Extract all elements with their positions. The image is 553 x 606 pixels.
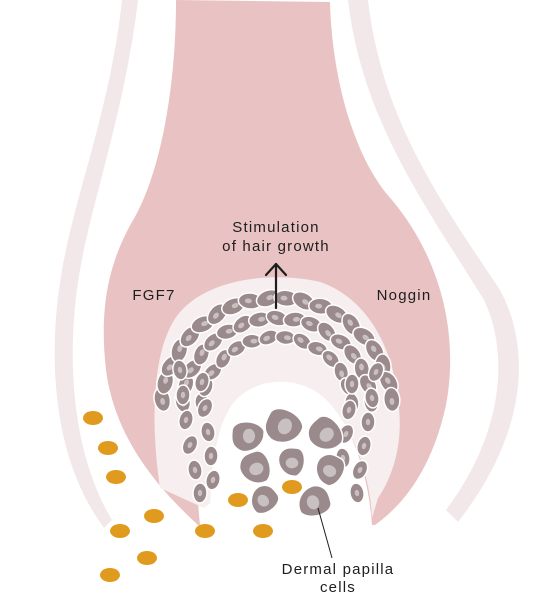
matrix-cell: [241, 333, 263, 349]
papilla-cell: [230, 421, 265, 453]
matrix-cell: [367, 361, 385, 383]
dermal-papilla-label-line2: cells: [320, 579, 356, 596]
matrix-cell: [172, 359, 188, 381]
matrix-cell: [341, 399, 357, 421]
growth-factor-dot: [110, 524, 130, 538]
stimulation-label-line1: Stimulation: [232, 219, 319, 236]
up-arrow-icon: [264, 262, 288, 310]
outer-sheath-right: [348, 0, 519, 522]
papilla-cell: [264, 407, 304, 444]
matrix-cell: [349, 482, 365, 504]
growth-factor-dots: [83, 411, 302, 582]
matrix-cell: [344, 373, 360, 395]
outer-sheath-left: [54, 0, 138, 528]
noggin-label: Noggin: [377, 287, 432, 304]
matrix-cell: [194, 371, 210, 393]
dermal-papilla-pointer: [317, 507, 333, 559]
matrix-cell: [364, 387, 380, 409]
fgf7-label: FGF7: [132, 287, 175, 304]
growth-factor-dot: [83, 411, 103, 425]
matrix-cell: [321, 349, 341, 369]
matrix-cells: [153, 288, 401, 504]
growth-factor-dot: [137, 551, 157, 565]
matrix-cell: [214, 348, 232, 370]
matrix-cell: [356, 435, 372, 457]
matrix-cell: [383, 386, 401, 413]
growth-factor-dot: [228, 493, 248, 507]
dermal-papilla-cells: [230, 407, 346, 518]
matrix-cell: [200, 421, 216, 443]
matrix-cell: [175, 384, 191, 406]
papilla-cell: [277, 446, 306, 477]
papilla-cell: [250, 484, 280, 515]
matrix-cell: [178, 409, 194, 431]
matrix-cell: [203, 445, 219, 467]
papilla-cell: [307, 415, 344, 451]
growth-factor-dot: [195, 524, 215, 538]
matrix-cell: [205, 469, 221, 491]
matrix-cell: [274, 329, 297, 346]
dermal-papilla-label-line1: Dermal papilla: [282, 561, 395, 578]
papilla-cell: [238, 450, 272, 484]
matrix-cell: [181, 434, 199, 456]
matrix-cell: [360, 411, 376, 433]
growth-factor-dot: [253, 524, 273, 538]
growth-factor-dot: [106, 470, 126, 484]
papilla-cell: [298, 484, 332, 518]
papilla-cell: [315, 453, 346, 487]
growth-factor-dot: [98, 441, 118, 455]
matrix-cell: [351, 459, 369, 481]
stimulation-label-line2: of hair growth: [222, 238, 330, 255]
growth-factor-dot: [100, 568, 120, 582]
growth-factor-dot: [282, 480, 302, 494]
matrix-cell: [187, 459, 203, 481]
growth-factor-dot: [144, 509, 164, 523]
matrix-cell: [196, 397, 214, 419]
matrix-cell: [192, 482, 208, 504]
